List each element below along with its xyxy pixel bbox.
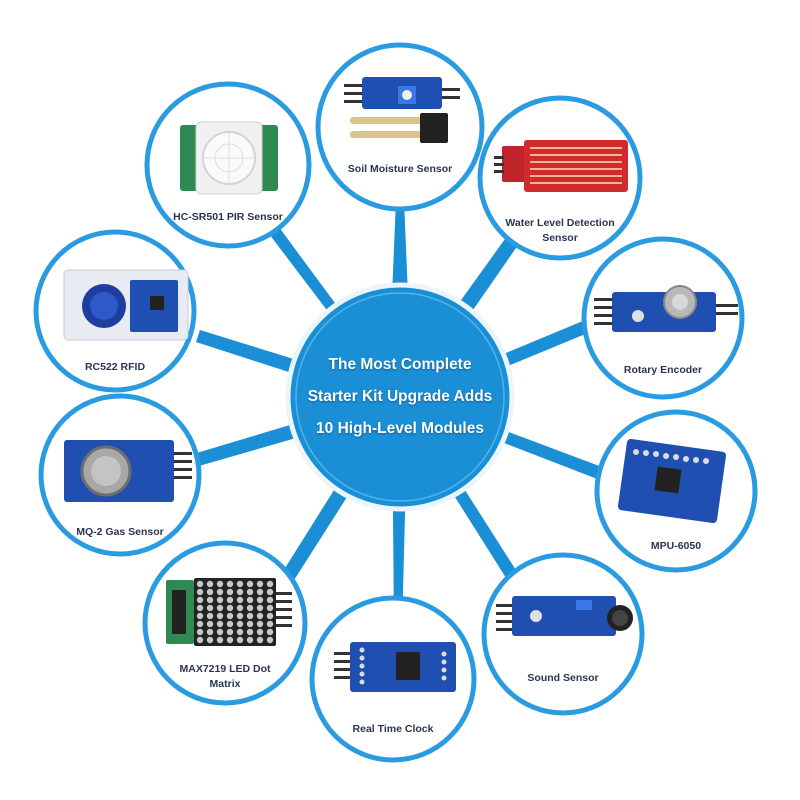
led-dot — [196, 588, 204, 596]
led-dot — [226, 636, 234, 644]
led-dot — [206, 580, 214, 588]
led-dot — [246, 580, 254, 588]
led-dot — [196, 612, 204, 620]
sound-sensor-module-icon — [496, 596, 633, 636]
led-dot — [206, 636, 214, 644]
led-dot — [236, 620, 244, 628]
led-dot — [206, 604, 214, 612]
hub-title-line-3: 10 High-Level Modules — [316, 420, 484, 437]
max7219-dot-matrix-module-icon — [166, 578, 292, 646]
led-dot — [196, 620, 204, 628]
led-dot — [236, 612, 244, 620]
led-dot — [266, 628, 274, 636]
led-dot — [216, 604, 224, 612]
rotary-encoder-module-icon — [594, 285, 738, 332]
led-dot — [226, 604, 234, 612]
led-dot — [256, 604, 264, 612]
led-dot — [256, 612, 264, 620]
mq-2-gas-sensor-label: MQ-2 Gas Sensor — [76, 526, 164, 538]
led-dot — [246, 588, 254, 596]
led-dot — [196, 636, 204, 644]
hub-ring — [295, 292, 505, 502]
led-dot — [206, 628, 214, 636]
led-dot — [216, 636, 224, 644]
led-dot — [256, 596, 264, 604]
led-dot — [246, 596, 254, 604]
led-dot — [266, 612, 274, 620]
led-dot — [266, 588, 274, 596]
hub-circle — [285, 282, 515, 512]
led-dot — [206, 588, 214, 596]
led-dot — [236, 636, 244, 644]
led-dot — [196, 596, 204, 604]
real-time-clock-module-icon — [334, 642, 456, 692]
led-dot — [216, 612, 224, 620]
led-dot — [246, 628, 254, 636]
led-dot — [246, 604, 254, 612]
hc-sr501-pir-module-icon — [180, 121, 278, 195]
led-dot — [266, 636, 274, 644]
led-dot — [216, 580, 224, 588]
led-dot — [216, 588, 224, 596]
water-level-label: Water Level Detection Sensor — [505, 217, 615, 244]
real-time-clock-label: Real Time Clock — [352, 723, 434, 735]
led-dot — [216, 596, 224, 604]
led-dot — [246, 612, 254, 620]
mpu-6050-module-icon — [617, 438, 727, 524]
led-dot — [266, 580, 274, 588]
rc522-rfid-label: RC522 RFID — [84, 361, 146, 373]
led-dot — [206, 620, 214, 628]
led-dot — [226, 580, 234, 588]
mpu-6050-label: MPU-6050 — [650, 540, 702, 552]
led-dot — [216, 620, 224, 628]
led-dot — [266, 604, 274, 612]
led-dot — [256, 636, 264, 644]
sound-sensor-label: Sound Sensor — [527, 672, 599, 684]
mq-2-gas-sensor-module-icon — [64, 440, 192, 502]
led-dot — [236, 596, 244, 604]
led-dot — [236, 604, 244, 612]
led-dot — [196, 580, 204, 588]
led-dot — [236, 580, 244, 588]
led-dot — [256, 620, 264, 628]
rc522-rfid-module-icon — [63, 269, 189, 341]
led-dot — [196, 604, 204, 612]
led-dot — [256, 628, 264, 636]
led-dot — [226, 620, 234, 628]
hub-title-line-2: Starter Kit Upgrade Adds — [307, 388, 493, 405]
water-level-module-icon — [494, 140, 628, 192]
led-dot — [256, 588, 264, 596]
led-dot — [236, 588, 244, 596]
led-dot — [206, 612, 214, 620]
led-dot — [266, 620, 274, 628]
max7219-label: MAX7219 LED Dot Matrix — [179, 663, 271, 690]
led-dot — [206, 596, 214, 604]
led-dot — [236, 628, 244, 636]
led-dot — [216, 628, 224, 636]
led-dot — [246, 636, 254, 644]
node-soil-ring — [315, 42, 485, 212]
rotary-encoder-label: Rotary Encoder — [623, 364, 703, 376]
led-dot — [266, 596, 274, 604]
led-dot — [226, 628, 234, 636]
led-dot — [226, 588, 234, 596]
led-dot — [226, 596, 234, 604]
led-dot — [256, 580, 264, 588]
led-dot — [246, 620, 254, 628]
led-dot — [196, 628, 204, 636]
soil-moisture-module-icon — [344, 77, 460, 143]
led-dot — [226, 612, 234, 620]
soil-moisture-label: Soil Moisture Sensor — [347, 163, 453, 175]
hc-sr501-pir-label: HC-SR501 PIR Sensor — [173, 211, 283, 223]
hub-title-line-1: The Most Complete — [328, 356, 472, 373]
